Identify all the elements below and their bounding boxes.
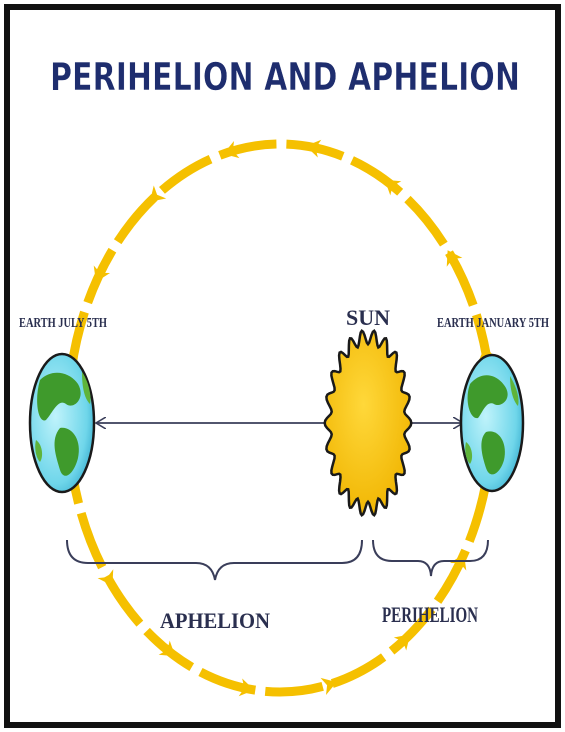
orbit-arrow-icon <box>158 640 176 657</box>
sun-icon <box>323 328 413 518</box>
orbit-arrow-icon <box>305 139 322 158</box>
aphelion-brace <box>66 539 363 581</box>
earth-right-icon <box>459 353 525 493</box>
orbit-arrow-icon <box>320 677 337 696</box>
orbit-arrow-icon <box>393 634 411 651</box>
aphelion-label: APHELION <box>160 608 270 633</box>
orbit-arrow-icon <box>223 140 240 159</box>
orbit-arrow-icon <box>93 265 111 282</box>
perihelion-brace <box>372 539 489 577</box>
sun-label: SUN <box>346 305 390 330</box>
orbit-arrow-icon <box>97 569 114 586</box>
orbit-arrow-icon <box>384 179 402 196</box>
orbit-arrow-icon <box>238 678 255 697</box>
earth-right-label: EARTH JANUARY 5TH <box>437 316 549 331</box>
orbit-arrow-icon <box>149 185 167 202</box>
frame-border <box>4 4 561 728</box>
earth-left-label: EARTH JULY 5TH <box>19 316 107 331</box>
orbit-arrow-icon <box>446 250 463 267</box>
perihelion-label: PERIHELION <box>382 602 478 627</box>
orbit-arrow-icon <box>449 554 467 571</box>
earth-left-icon <box>28 352 96 494</box>
page-title: PERIHELION AND APHELION <box>50 55 520 99</box>
